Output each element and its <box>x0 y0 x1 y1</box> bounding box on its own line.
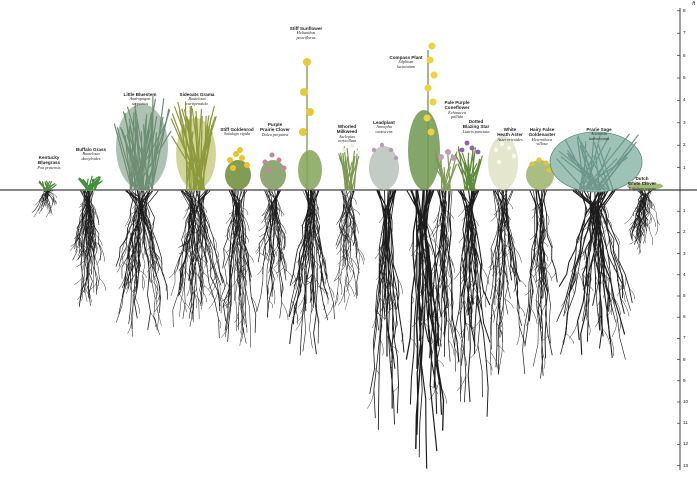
kentucky-bluegrass-foliage <box>39 181 56 190</box>
scale-tick-label-down-8: 8 <box>683 357 686 362</box>
label-buffalo-grass: Buffalo GrassBoutelouadactyloides <box>70 147 112 162</box>
root-system-6 <box>255 191 292 320</box>
leadplant-foliage <box>369 146 399 190</box>
scale-tick-label-down-10: 10 <box>683 399 688 404</box>
scale-tick-label-down-11: 11 <box>683 420 688 425</box>
scale-tick-label-down-5: 5 <box>683 293 686 298</box>
root-system-4 <box>169 191 225 338</box>
root-system-5 <box>221 191 257 347</box>
scale-tick-label-down-1: 1 <box>683 208 686 213</box>
label-kentucky-bluegrass: KentuckyBluegrassPoa pratensis <box>28 155 70 170</box>
label-compass-plant: Compass PlantSilphiumlaciniatum <box>385 55 427 70</box>
label-pale-purple-coneflower: Pale PurpleConeflowerEchinaceapallida <box>436 100 478 120</box>
scale-tick-label-down-6: 6 <box>683 314 686 319</box>
scale-tick-label-down-7: 7 <box>683 335 686 340</box>
root-system-9 <box>368 191 405 429</box>
label-stiff-goldenrod: Stiff GoldenrodSolidago rigida <box>216 127 258 137</box>
label-hairy-false-goldenaster: Hairy FalseGoldenasterHeterothecavillosa <box>522 127 562 147</box>
whorled-milkweed-foliage <box>339 147 359 190</box>
root-system-7 <box>289 191 335 355</box>
label-prarie-sage: Prarie SageArtemisialudoviciana <box>576 127 622 142</box>
label-whorled-milkweed: WhorledMilkweedAsclepiasverticillata <box>327 124 367 144</box>
label-stiff-sunflower: Stiff SunflowerHelianthuspauciflorus <box>284 26 328 41</box>
root-system-16 <box>625 191 660 254</box>
root-system-1 <box>32 191 57 217</box>
root-system-12 <box>454 191 492 416</box>
scale-tick-label-up-8: 8 <box>683 8 686 13</box>
scale-tick-label-down-3: 3 <box>683 251 686 256</box>
scale-tick-label-up-6: 6 <box>683 53 686 58</box>
label-sideoats-grama: Sideoats GramaBoutelouacurtipendula <box>174 92 220 107</box>
scale-tick-label-up-5: 5 <box>683 75 686 80</box>
scale-tick-label-up-3: 3 <box>683 120 686 125</box>
buffalo-grass-foliage <box>79 176 103 190</box>
scale-unit-label: ft <box>692 1 695 7</box>
root-system-13 <box>486 191 526 375</box>
compass-plant-leaves <box>408 110 440 190</box>
dotted-blazing-star-flowers <box>460 141 481 155</box>
scale-tick-label-up-2: 2 <box>683 142 686 147</box>
scale-tick-label-down-13: 13 <box>683 463 688 468</box>
root-system-15 <box>557 191 635 359</box>
scale-tick-label-down-4: 4 <box>683 272 686 277</box>
label-leadplant: LeadplantAmorphacanescens <box>365 120 403 135</box>
root-system-3 <box>116 191 168 337</box>
scale-tick-label-up-4: 4 <box>683 97 686 102</box>
label-dutch-white-clover: DutchWhite CloverTrifolium repens <box>622 176 662 191</box>
scale-tick-label-down-12: 12 <box>683 441 688 446</box>
root-system-14 <box>523 191 558 378</box>
root-system-8 <box>334 191 364 310</box>
label-little-bluestem: Little BluestemAndropogonscoparius <box>117 92 163 107</box>
scale-tick-label-up-7: 7 <box>683 30 686 35</box>
scale-tick-label-down-2: 2 <box>683 229 686 234</box>
scale-tick-label-down-9: 9 <box>683 378 686 383</box>
purple-prairie-clover-foliage <box>260 160 286 190</box>
scale-tick-label-up-1: 1 <box>683 165 686 170</box>
label-purple-prairie-clover: PurplePrairie CloverDalea purpurea <box>255 122 295 137</box>
stiff-sunflower-leaves <box>298 150 322 190</box>
root-system-2 <box>70 191 106 307</box>
